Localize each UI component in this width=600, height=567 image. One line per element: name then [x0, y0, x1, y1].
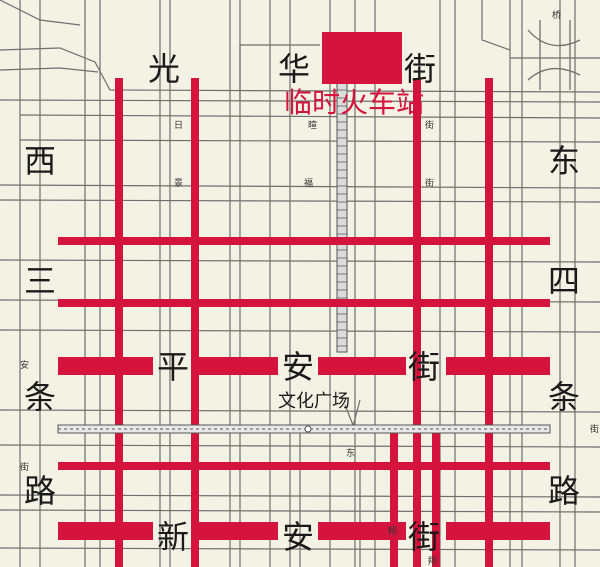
svg-text:条: 条 [548, 378, 580, 416]
minor-label: 暄 [308, 119, 317, 131]
svg-text:路: 路 [548, 472, 580, 510]
road-v2 [191, 78, 199, 567]
road-h2 [58, 299, 550, 307]
minor-label: 街 [20, 461, 29, 473]
road-xinan-3 [318, 522, 406, 540]
minor-label: 翔 [388, 525, 397, 537]
bridge-icon [510, 20, 600, 90]
minor-label: 安 [20, 359, 29, 371]
minor-label: 福 [304, 177, 313, 189]
railway-horizontal [57, 424, 551, 434]
road-v3 [413, 78, 421, 567]
station-block [322, 32, 402, 84]
svg-text:新: 新 [157, 518, 189, 556]
road-xinan-4 [446, 522, 550, 540]
svg-text:华: 华 [278, 50, 310, 88]
minor-label: 东 [346, 447, 355, 459]
svg-text:安: 安 [282, 518, 314, 556]
svg-text:安: 安 [282, 348, 314, 386]
road-v5 [390, 428, 398, 567]
road-h3 [58, 462, 550, 470]
railway-vertical [336, 81, 348, 353]
minor-label: 街 [425, 119, 434, 131]
street-name-pingan: 平 安 街 [157, 348, 440, 386]
svg-text:光: 光 [148, 50, 180, 88]
svg-text:街: 街 [404, 50, 436, 88]
road-h1 [58, 237, 550, 245]
street-name-dongsitiao: 东 四 条 路 [548, 142, 580, 510]
road-v4 [485, 78, 493, 567]
svg-text:三: 三 [24, 262, 56, 300]
minor-label: 景 [174, 178, 183, 189]
svg-text:条: 条 [24, 378, 56, 416]
road-v6 [432, 428, 440, 567]
svg-text:东: 东 [548, 142, 580, 180]
minor-label: 桥 [552, 9, 561, 21]
road-pingan-3 [318, 357, 406, 375]
road-v1 [115, 78, 123, 567]
minor-label: 街 [590, 423, 599, 435]
street-name-xinan: 新 安 街 [157, 518, 440, 556]
road-xinan-1 [58, 522, 153, 540]
plaza-label: 文化广场 [278, 391, 350, 412]
station-label: 临时火车站 [284, 86, 424, 119]
road-pingan-1 [58, 357, 153, 375]
minor-label: 翔 [428, 555, 437, 567]
road-xinan-2 [196, 522, 278, 540]
road-pingan-2 [196, 357, 278, 375]
minor-label: 街 [425, 177, 434, 189]
svg-text:平: 平 [157, 348, 189, 386]
svg-text:西: 西 [24, 142, 56, 180]
street-name-guanghua: 光 华 街 [148, 50, 436, 88]
svg-text:街: 街 [408, 518, 440, 556]
svg-text:街: 街 [408, 348, 440, 386]
minor-label: 日 [174, 120, 183, 131]
svg-text:四: 四 [548, 262, 580, 300]
street-name-xisantiao: 西 三 条 路 [24, 142, 56, 510]
red-roads [58, 32, 550, 567]
svg-text:路: 路 [24, 472, 56, 510]
minor-labels: 桥 日 景 暄 福 街 街 东 安 街 街 翔 翔 [20, 9, 599, 567]
road-pingan-4 [446, 357, 550, 375]
